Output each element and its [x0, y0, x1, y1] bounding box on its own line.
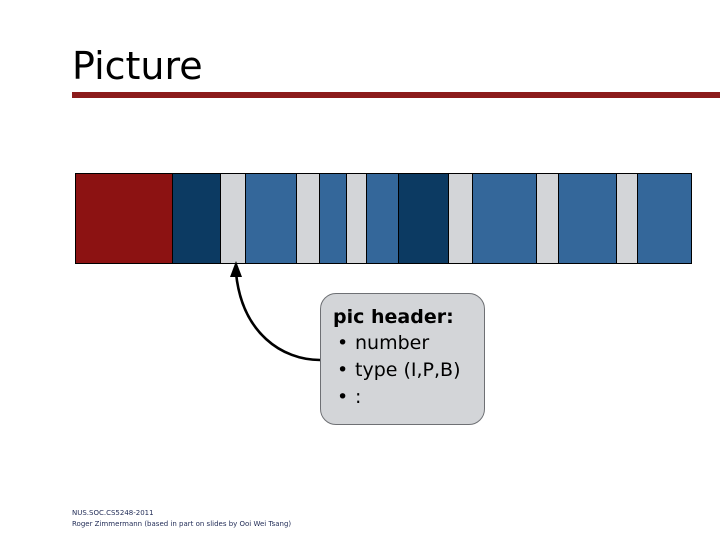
gop-segment-p-frame-14 — [638, 174, 691, 263]
pic-header-callout: pic header: • number • type (I,P,B) •: — [320, 293, 485, 425]
gop-segment-b-frame-12 — [559, 174, 617, 263]
gop-segment-gap-9 — [449, 174, 473, 263]
callout-list-item: • type (I,P,B) — [333, 357, 484, 384]
gop-segment-gap-11 — [537, 174, 559, 263]
gop-segment-header-8 — [399, 174, 449, 263]
callout-item-label: type (I,P,B) — [355, 359, 461, 381]
gop-segment-p-frame-7 — [367, 174, 399, 263]
gop-segment-b-frame-10 — [473, 174, 537, 263]
gop-picture-strip — [75, 173, 692, 264]
slide-footer: NUS.SOC.CS5248-2011 Roger Zimmermann (ba… — [72, 508, 291, 529]
gop-segment-b-frame-5 — [320, 174, 347, 263]
title-divider-rule — [72, 92, 720, 98]
bullet-icon: • — [337, 332, 349, 354]
footer-course-line: NUS.SOC.CS5248-2011 — [72, 509, 154, 517]
gop-segment-i-frame-0 — [76, 174, 173, 263]
bullet-icon: • — [337, 386, 349, 408]
gop-segment-gap-13 — [617, 174, 638, 263]
footer-author-line: Roger Zimmermann (based in part on slide… — [72, 519, 292, 528]
callout-item-label: : — [355, 386, 362, 408]
callout-heading: pic header: — [333, 306, 454, 328]
callout-list-item: • number — [333, 330, 484, 357]
bullet-icon: • — [337, 359, 349, 381]
gop-segment-gap-6 — [347, 174, 367, 263]
page-title: Picture — [72, 44, 203, 88]
callout-item-label: number — [355, 332, 430, 354]
gop-segment-gap-2 — [221, 174, 246, 263]
gop-segment-gap-4 — [297, 174, 320, 263]
gop-segment-b-frame-3 — [246, 174, 297, 263]
gop-segment-header-1 — [173, 174, 221, 263]
callout-list-item: •: — [333, 384, 484, 411]
callout-pointer-arrow — [230, 261, 322, 362]
